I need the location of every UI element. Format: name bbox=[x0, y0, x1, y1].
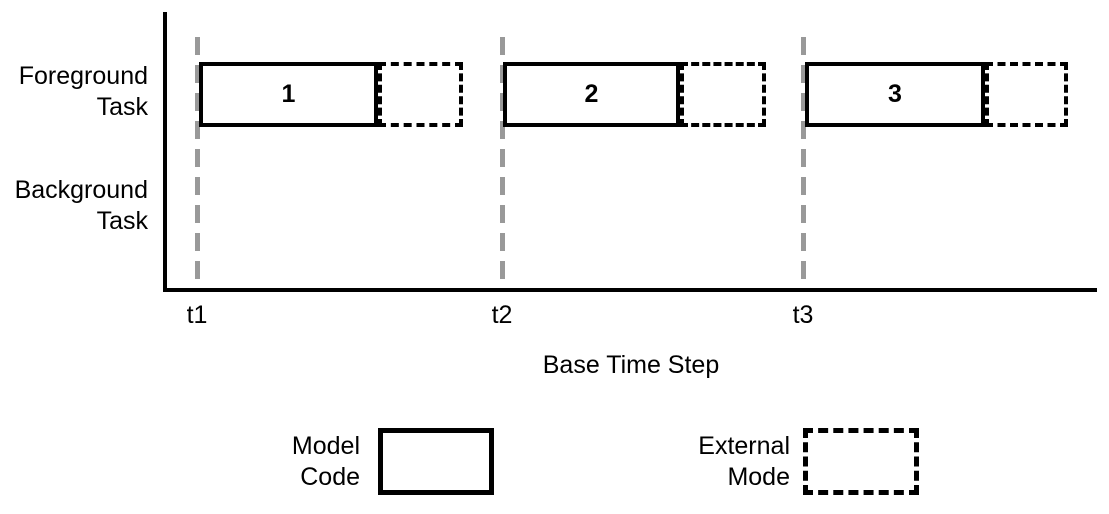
task-number-1: 1 bbox=[281, 80, 296, 108]
tick-label-t2: t2 bbox=[491, 301, 513, 329]
model-code-box-1: 1 bbox=[199, 62, 378, 127]
row-label-foreground-task: Foreground Task bbox=[18, 62, 148, 121]
model-code-box-2: 2 bbox=[503, 62, 680, 127]
time-marker-line-t1 bbox=[195, 37, 200, 288]
x-axis-title: Base Time Step bbox=[542, 351, 720, 379]
legend-swatch-model-code bbox=[378, 428, 494, 495]
task-number-2: 2 bbox=[584, 80, 599, 108]
time-marker-line-t2 bbox=[500, 37, 505, 288]
task-number-3: 3 bbox=[888, 80, 902, 108]
external-mode-box-2 bbox=[680, 62, 766, 127]
legend-swatch-external-mode bbox=[803, 428, 919, 495]
x-axis-line bbox=[163, 288, 1097, 292]
tick-label-t1: t1 bbox=[186, 301, 208, 329]
row-label-background-task: Background Task bbox=[14, 176, 148, 235]
y-axis-line bbox=[163, 12, 167, 292]
external-mode-box-1 bbox=[378, 62, 463, 127]
external-mode-box-3 bbox=[985, 62, 1068, 127]
model-code-box-3: 3 bbox=[805, 62, 985, 127]
tick-label-t3: t3 bbox=[792, 301, 814, 329]
legend-label-external-mode: External Mode bbox=[698, 432, 790, 491]
legend-label-model-code: Model Code bbox=[291, 432, 360, 491]
time-marker-line-t3 bbox=[801, 37, 806, 288]
